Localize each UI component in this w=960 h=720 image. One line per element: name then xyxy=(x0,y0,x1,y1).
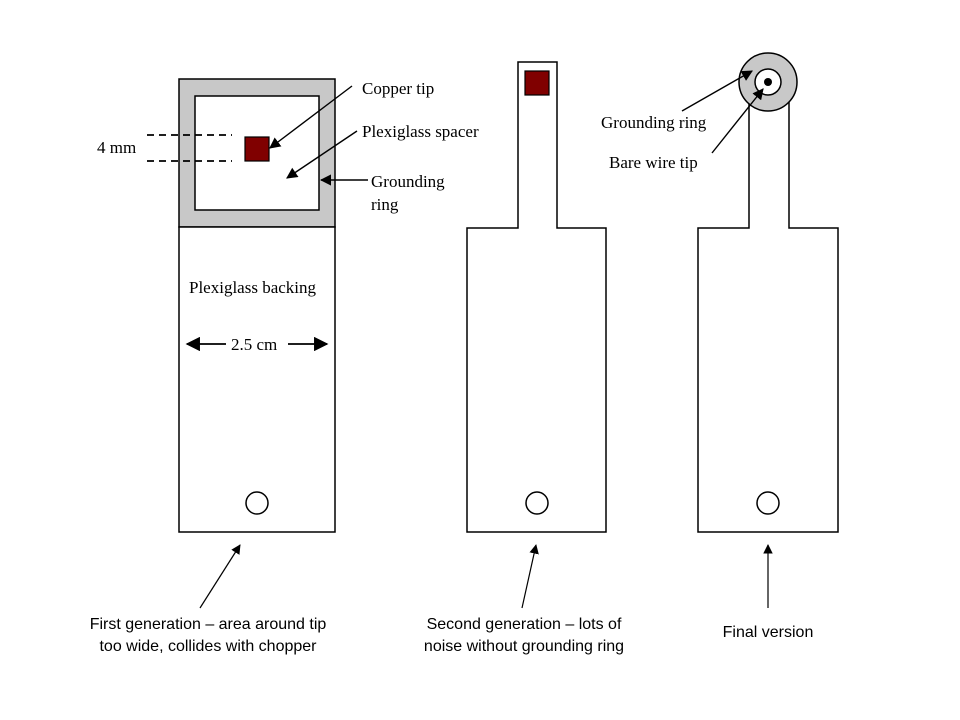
final-version-caption: Final version xyxy=(688,622,848,644)
second-generation-probe xyxy=(466,61,607,609)
copper-tip-label: Copper tip xyxy=(362,79,434,98)
final-caption-line-1: Final version xyxy=(722,624,814,641)
second-caption-line-2: noise without grounding ring xyxy=(423,638,625,655)
first-caption-line-2: too wide, collides with chopper xyxy=(99,638,317,655)
first-caption-line-1: First generation – area around tip xyxy=(89,616,327,633)
mounting-hole xyxy=(245,491,269,515)
plexiglass-backing xyxy=(178,226,336,533)
grounding-ring-label-line2: ring xyxy=(371,195,399,214)
second-probe-outline xyxy=(466,61,607,533)
first-caption-arrow xyxy=(199,544,241,609)
spacer-arrow xyxy=(286,130,358,179)
width-2-5cm-label: 2.5 cm xyxy=(231,335,277,354)
second-caption-line-1: Second generation – lots of xyxy=(426,616,622,633)
first-generation-probe: 4 mm Copper tip Plexiglass spacer Ground… xyxy=(97,78,479,609)
grounding-ring-final-label: Grounding ring xyxy=(601,113,707,132)
first-generation-caption: First generation – area around tip too w… xyxy=(58,614,358,658)
grounding-ring-label-line1: Grounding xyxy=(371,172,445,191)
plexiglass-spacer-label: Plexiglass spacer xyxy=(362,122,479,141)
final-probe-outline xyxy=(697,99,839,533)
second-generation-caption: Second generation – lots of noise withou… xyxy=(394,614,654,658)
bare-wire-tip-label: Bare wire tip xyxy=(609,153,698,172)
second-caption-arrow xyxy=(521,544,539,609)
final-version-probe: Grounding ring Bare wire tip xyxy=(601,52,839,608)
bare-wire-tip-arrow xyxy=(711,88,764,154)
mounting-hole xyxy=(756,491,780,515)
mounting-hole xyxy=(525,491,549,515)
copper-tip xyxy=(244,136,270,162)
bare-wire-tip-dot xyxy=(764,78,772,86)
grounding-ring-final-arrow xyxy=(681,70,753,112)
dimension-4mm-label: 4 mm xyxy=(97,138,136,157)
copper-tip xyxy=(524,70,550,96)
copper-tip-arrow xyxy=(269,85,353,149)
plexiglass-backing-label: Plexiglass backing xyxy=(189,278,317,297)
